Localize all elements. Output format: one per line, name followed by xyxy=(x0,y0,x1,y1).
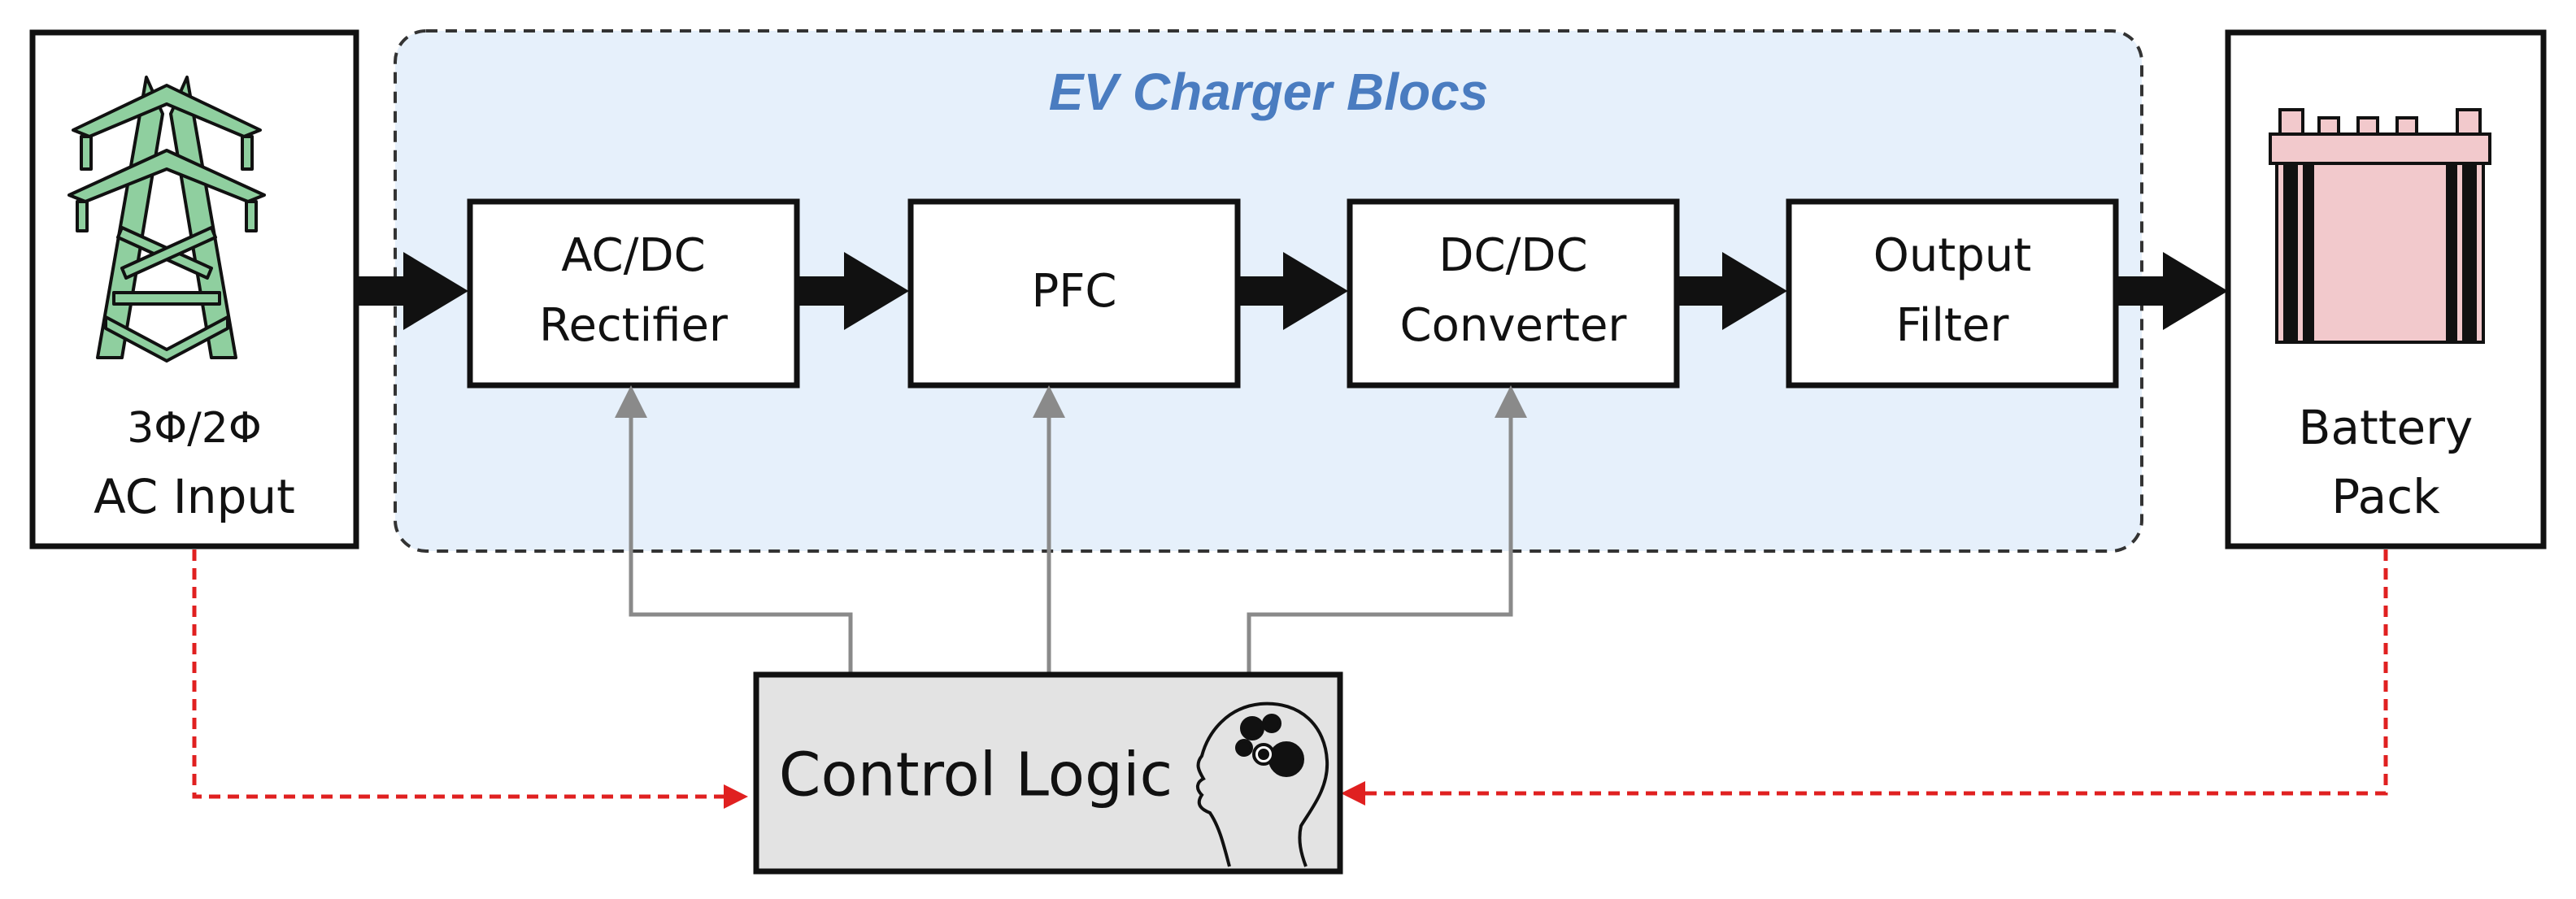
feedback-lines xyxy=(192,549,2388,809)
stage-1-line2: Rectifier xyxy=(539,299,729,352)
power-arrow-1 xyxy=(798,252,909,330)
control-logic-label: Control Logic xyxy=(779,740,1173,810)
stage-output-filter: Output Filter xyxy=(1786,198,2119,389)
stage-4-line2: Filter xyxy=(1896,299,2010,352)
stage-dc-dc-converter: DC/DC Converter xyxy=(1347,198,1680,389)
battery-line1: Battery xyxy=(2299,400,2474,455)
stage-ac-dc-rectifier: AC/DC Rectifier xyxy=(467,198,800,389)
battery-icon xyxy=(2269,108,2491,344)
power-arrows xyxy=(358,252,2228,330)
stage-3-line2: Converter xyxy=(1400,299,1628,352)
stage-4-line1: Output xyxy=(1873,229,2032,282)
control-signal-converter xyxy=(1247,385,1527,673)
power-arrow-2 xyxy=(1238,252,1348,330)
feedback-battery xyxy=(1341,549,2388,806)
power-arrow-output xyxy=(2117,252,2228,330)
brain-gears-icon xyxy=(1196,701,1329,867)
power-arrow-3 xyxy=(1677,252,1787,330)
stage-3-line1: DC/DC xyxy=(1438,229,1587,282)
power-tower-icon xyxy=(67,76,266,363)
control-signal-rectifier xyxy=(615,385,853,673)
control-signals xyxy=(615,385,1527,673)
stage-1-line1: AC/DC xyxy=(561,229,706,282)
ac-input-line1: 3Φ/2Φ xyxy=(127,404,262,453)
stage-2-line1: PFC xyxy=(1031,265,1116,318)
power-arrow-input xyxy=(358,252,468,330)
stage-pfc: PFC xyxy=(907,198,1241,389)
ac-input-line2: AC Input xyxy=(94,469,295,524)
battery-line2: Pack xyxy=(2331,469,2440,524)
region-title: EV Charger Blocs xyxy=(1049,63,1489,121)
feedback-ac-input xyxy=(192,549,748,809)
